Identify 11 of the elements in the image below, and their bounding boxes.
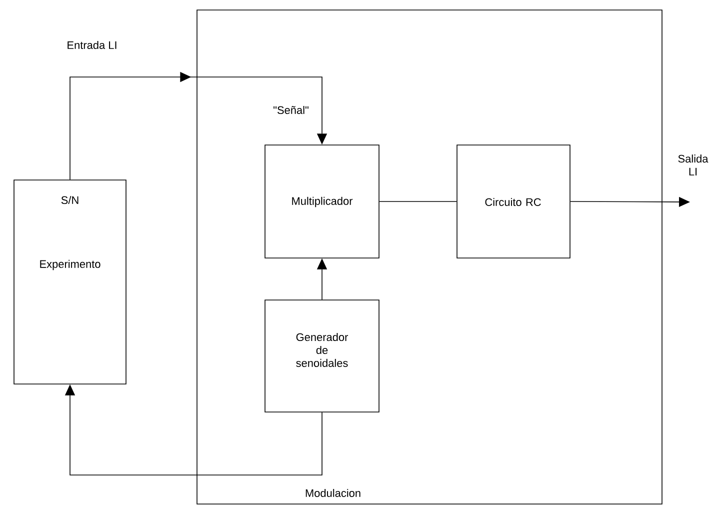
multiplier-box: Multiplicador [264, 144, 380, 258]
edge-label: Entrada LI [68, 40, 116, 50]
lock-in-box [196, 10, 662, 504]
signal-label: "Señal" [274, 106, 308, 114]
generator-box: Generador de senoidales [264, 300, 380, 412]
edge-label: Salida LI [678, 154, 708, 176]
edge-label: Modulacion [306, 488, 360, 497]
rc-circuit-box: Circuito RC [456, 144, 570, 258]
arrow [70, 72, 328, 180]
experiment-box: S/N Experimento [14, 180, 126, 384]
connector-line [379, 201, 457, 202]
